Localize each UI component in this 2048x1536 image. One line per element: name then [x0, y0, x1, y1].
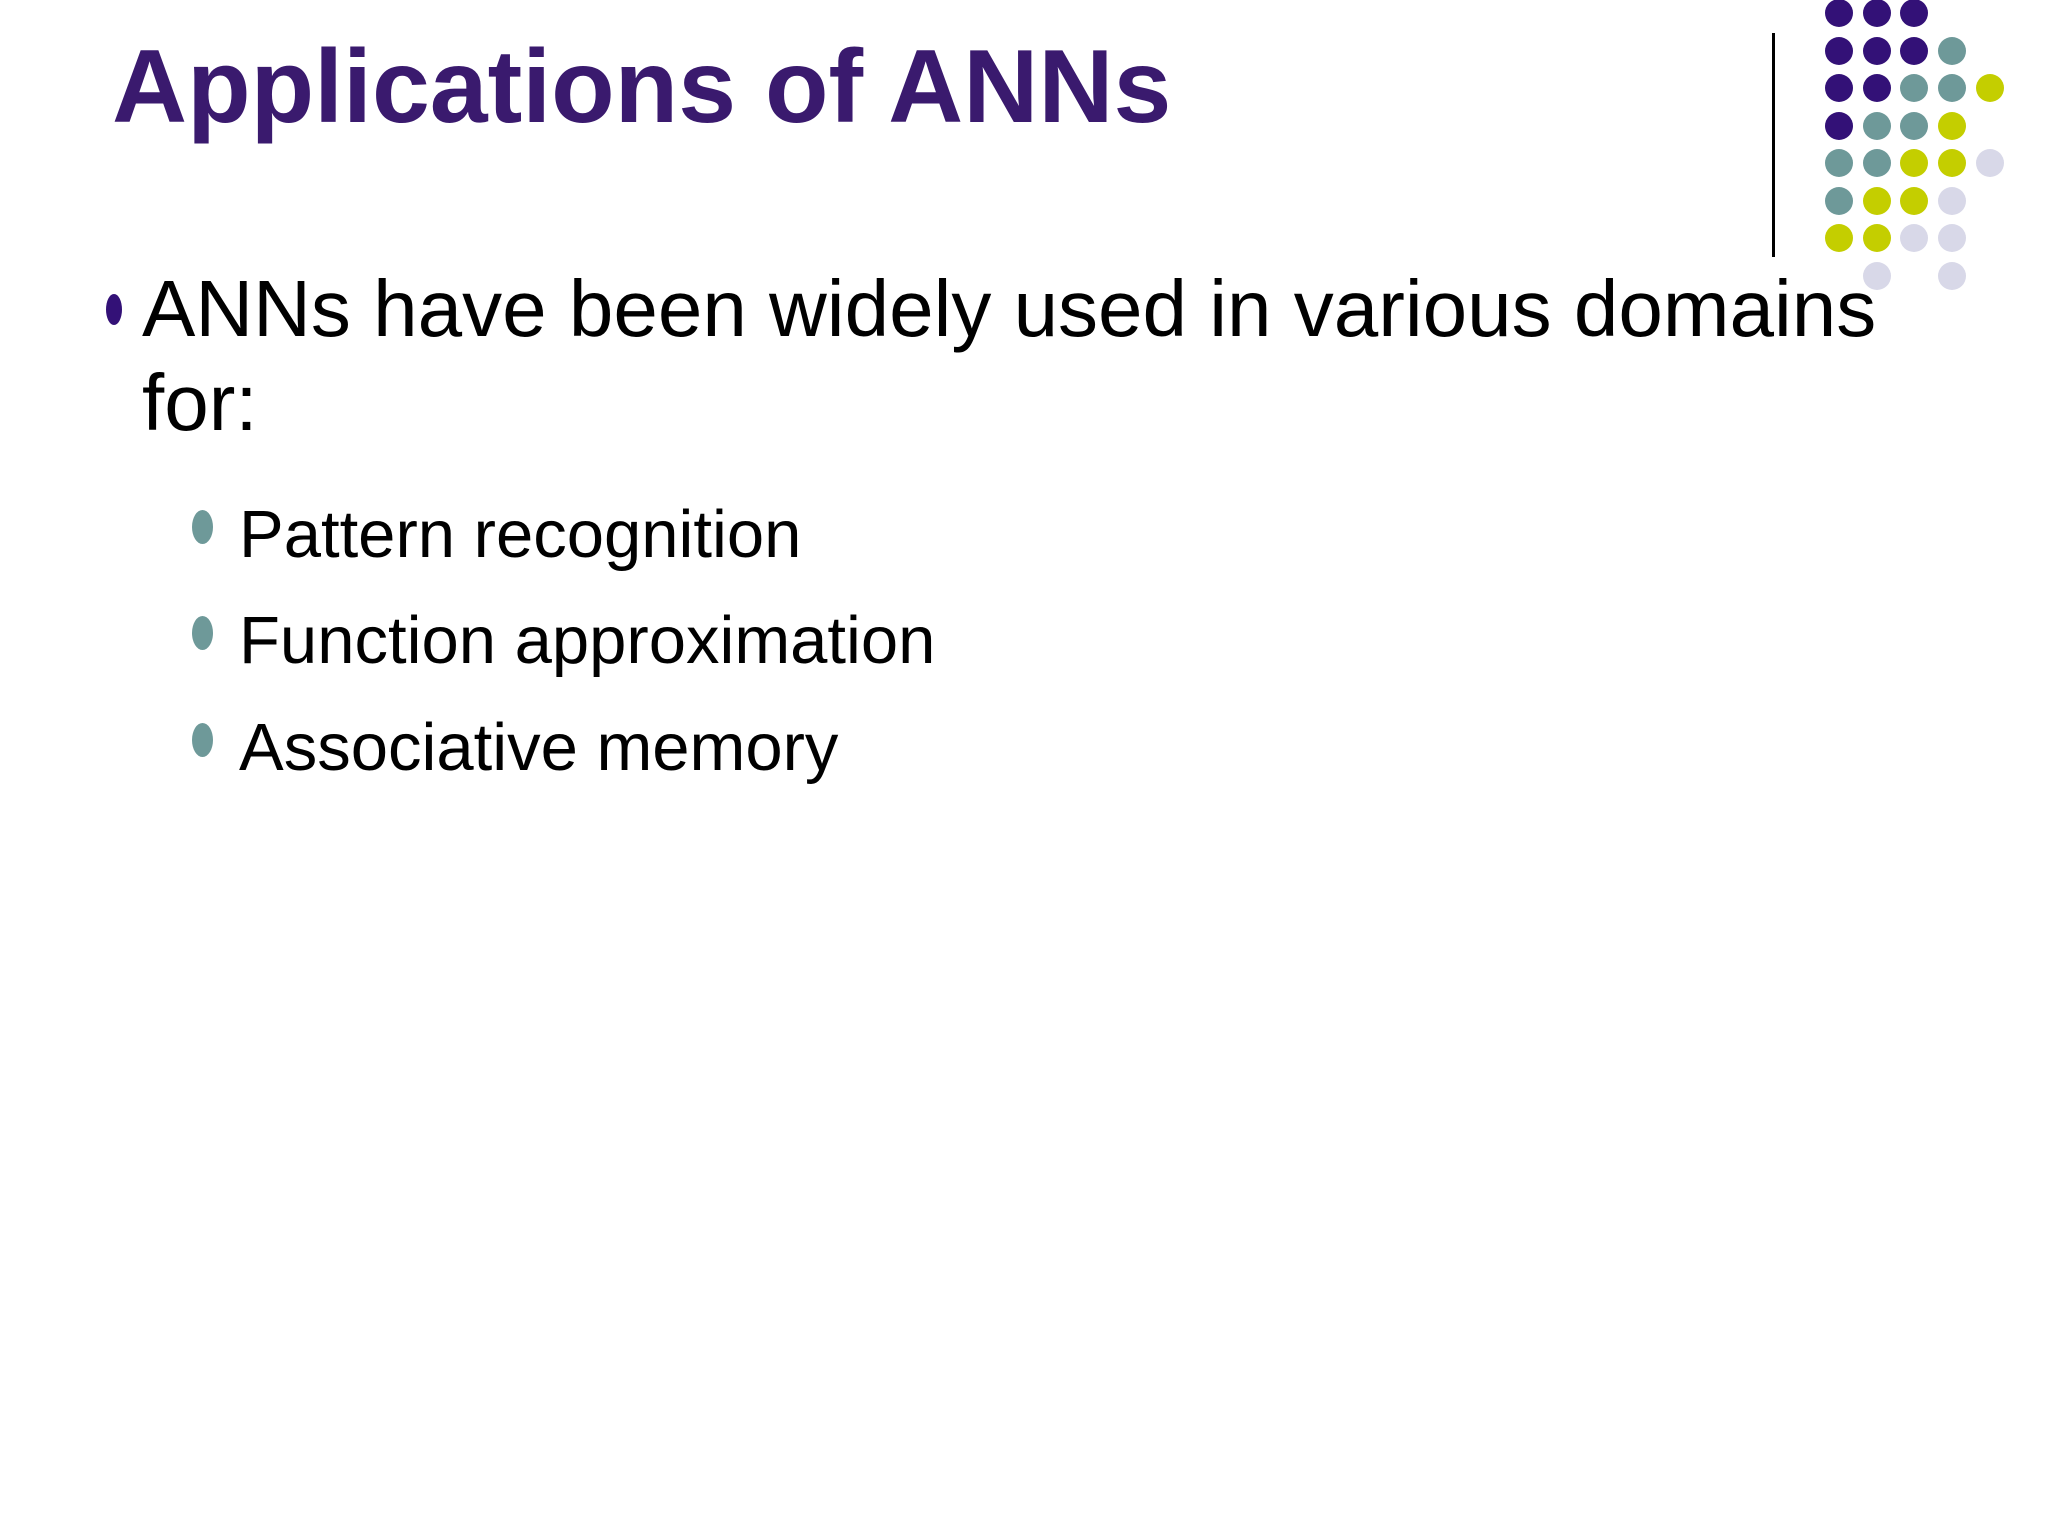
bullet-marker	[106, 294, 122, 325]
decorative-dot	[1825, 111, 1853, 140]
decorative-dot	[1862, 74, 1891, 102]
sub-bullet-label: Associative memory	[239, 709, 839, 785]
decorative-dot	[1825, 224, 1853, 252]
decorative-dot	[1825, 149, 1853, 177]
decorative-dot	[1900, 74, 1929, 102]
sub-bullet-marker	[192, 510, 213, 544]
vertical-divider-line	[1772, 33, 1775, 257]
sub-bullet-label: Pattern recognition	[239, 497, 802, 572]
slide-title: Applications of ANNs	[112, 29, 1172, 145]
decorative-dot	[1862, 186, 1891, 215]
decorative-dot	[1938, 149, 1967, 177]
sub-bullet-marker	[192, 722, 213, 757]
main-bullet-item: ANNs have been widely used in various do…	[106, 262, 2016, 450]
decorative-dot	[1900, 36, 1929, 65]
decorative-dot	[1938, 36, 1967, 65]
decorative-dot	[1975, 149, 2004, 177]
sub-bullet-label: Function approximation	[239, 603, 936, 679]
decorative-dot	[1975, 74, 2004, 102]
decorative-dot	[1862, 0, 1891, 27]
decorative-dot	[1938, 74, 1967, 102]
decorative-dot	[1862, 111, 1891, 140]
decorative-dot	[1862, 224, 1891, 252]
decorative-dot	[1825, 36, 1853, 65]
decorative-dot	[1825, 0, 1853, 27]
sub-bullet-list: Pattern recognition Function approximati…	[192, 497, 936, 819]
sub-bullet-item: Pattern recognition	[192, 497, 935, 572]
decorative-dot	[1900, 149, 1929, 177]
sub-bullet-item: Function approximation	[192, 603, 936, 679]
decorative-dot	[1862, 36, 1891, 65]
decorative-dot	[1938, 224, 1967, 252]
main-bullet-text: ANNs have been widely used in various do…	[142, 264, 1877, 447]
sub-bullet-item: Associative memory	[192, 709, 935, 785]
decorative-dot	[1938, 111, 1967, 140]
decorative-dot	[1938, 186, 1967, 215]
decorative-dot	[1862, 149, 1891, 177]
decorative-dot	[1900, 224, 1929, 252]
decorative-dot	[1825, 74, 1853, 102]
decorative-dot	[1900, 186, 1929, 215]
decorative-dot	[1900, 0, 1929, 27]
decorative-dot	[1900, 111, 1929, 140]
decorative-dot	[1825, 186, 1853, 215]
sub-bullet-marker	[192, 616, 213, 651]
